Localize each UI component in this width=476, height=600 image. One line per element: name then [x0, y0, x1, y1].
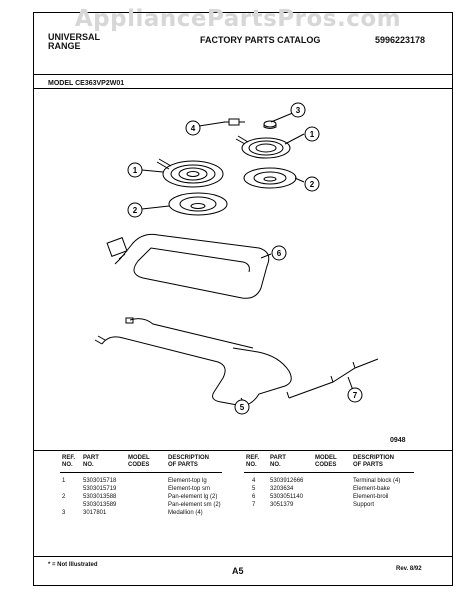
left-desc-1: Element-top lg: [168, 478, 207, 484]
right-part-1: 5303912666: [270, 478, 304, 484]
right-part-2: 3203634: [270, 486, 294, 492]
right-ref-1: 4: [252, 478, 256, 484]
footnote: * = Not Illustrated: [48, 562, 98, 568]
model-rule: [33, 88, 453, 89]
support: [286, 358, 379, 399]
right-ref-4: 7: [252, 502, 256, 508]
catalog-title: FACTORY PARTS CATALOG: [200, 35, 321, 45]
left-desc-3: Pan-element lg (2): [168, 494, 218, 500]
element-broil: [106, 233, 270, 299]
svg-text:6: 6: [277, 249, 282, 258]
svg-text:2: 2: [133, 206, 138, 215]
col-ref-right: REF.NO.: [246, 455, 260, 468]
brand: UNIVERSAL RANGE: [48, 33, 100, 51]
brand-line-1: UNIVERSAL: [48, 32, 101, 42]
header-underline-right: [244, 472, 414, 473]
left-ref-1: 1: [62, 478, 66, 484]
parts-diagram: 3 4 1 2 1 2 6 5 7: [94, 102, 379, 415]
svg-text:7: 7: [353, 391, 358, 400]
left-desc-4: Pan-element sm (2): [168, 502, 221, 508]
pan-element-small: [243, 167, 297, 189]
page-number: A5: [232, 566, 244, 576]
terminal-block: [224, 118, 245, 126]
left-ref-5: 3: [62, 510, 66, 516]
callout-1a: 1: [304, 126, 320, 142]
right-desc-2: Element-bake: [353, 486, 391, 492]
svg-text:5: 5: [240, 403, 245, 412]
left-part-4: 5303013589: [83, 502, 117, 508]
right-desc-4: Support: [353, 502, 375, 508]
table-rule: [33, 450, 453, 451]
header-rule: [33, 74, 453, 75]
brand-line-2: RANGE: [48, 41, 81, 51]
watermark: AppliancePartsPros.com: [74, 6, 402, 32]
element-top-large: [156, 158, 224, 188]
callout-2a: 2: [304, 176, 320, 192]
callout-1b: 1: [127, 162, 143, 178]
right-part-4: 3051379: [270, 502, 294, 508]
svg-text:3: 3: [296, 106, 301, 115]
svg-text:1: 1: [133, 166, 138, 175]
footer-rule: [33, 556, 453, 557]
element-bake: [94, 317, 292, 407]
callout-4: 4: [185, 120, 201, 136]
catalog-number: 5996223178: [375, 35, 426, 45]
callout-7: 7: [347, 387, 363, 403]
page-frame: [33, 12, 453, 586]
pan-element-large: [168, 192, 228, 216]
medallion: [263, 120, 277, 129]
svg-text:1: 1: [310, 130, 315, 139]
right-ref-2: 5: [252, 486, 256, 492]
left-ref-3: 2: [62, 494, 66, 500]
model-number: MODEL CE363VP2W01: [48, 80, 125, 87]
right-desc-3: Element-broil: [353, 494, 389, 500]
left-part-1: 5303015718: [83, 478, 117, 484]
svg-text:2: 2: [310, 180, 315, 189]
callout-3: 3: [290, 102, 306, 118]
left-part-2: 5303015719: [83, 486, 117, 492]
left-part-3: 5303013588: [83, 494, 117, 500]
callout-6: 6: [271, 245, 287, 261]
left-desc-2: Element-top sm: [168, 486, 211, 492]
revision: Rev. 8/92: [396, 566, 422, 572]
left-desc-5: Medallion (4): [168, 510, 203, 516]
right-ref-3: 6: [252, 494, 256, 500]
header-underline-left: [60, 472, 222, 473]
callout-5: 5: [234, 399, 250, 415]
right-desc-1: Terminal block (4): [353, 478, 401, 484]
left-part-5: 3017801: [83, 510, 107, 516]
right-part-3: 5303051140: [270, 494, 303, 500]
svg-text:4: 4: [191, 124, 196, 133]
callout-2b: 2: [127, 202, 143, 218]
col-ref-left: REF.NO.: [62, 455, 76, 468]
element-top-small: [235, 135, 291, 159]
diagram-code: 0948: [390, 437, 406, 444]
